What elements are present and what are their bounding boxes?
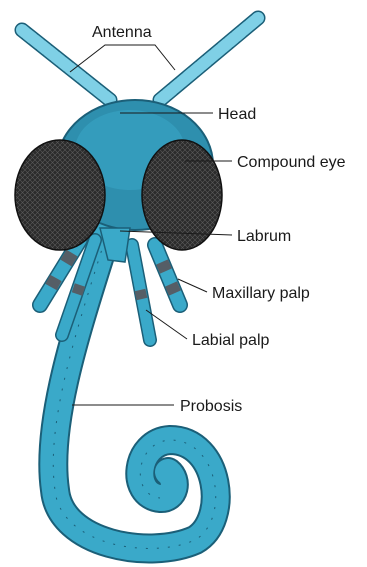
maxillary-palp-right [155,245,180,305]
label-antenna: Antenna [92,24,152,41]
label-labrum: Labrum [237,228,291,245]
labial-palp-right [132,245,150,340]
label-compound-eye: Compound eye [237,154,346,171]
label-probosis: Probosis [180,398,242,415]
label-head: Head [218,106,256,123]
label-labial-palp: Labial palp [192,332,270,349]
leader-antenna [70,45,175,72]
antenna-right [160,18,258,100]
label-maxillary-palp: Maxillary palp [212,285,310,302]
compound-eye-left [15,140,105,250]
